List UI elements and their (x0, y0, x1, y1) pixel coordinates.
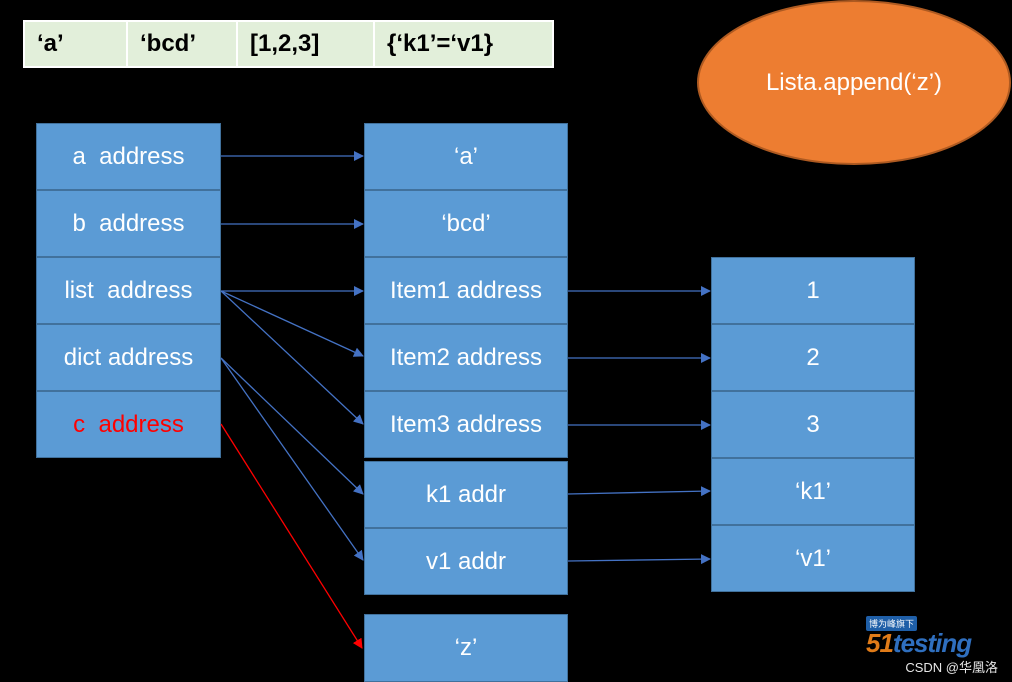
logo-brand-num: 51 (866, 628, 894, 658)
left-box-b: b address (36, 190, 221, 257)
arrow-list-item2 (220, 290, 364, 357)
csdn-watermark: CSDN @华凰洛 (905, 660, 998, 675)
top-cell-bcd: ‘bcd’ (128, 22, 238, 66)
mid-box-a: ‘a’ (364, 123, 568, 190)
mid-box-item2: Item2 address (364, 324, 568, 391)
top-cell-list: [1,2,3] (238, 22, 375, 66)
left-box-c: c address (36, 391, 221, 458)
right-box-3: 3 (711, 391, 915, 458)
logo-brand: 51testing (866, 628, 972, 659)
mid-box-item3: Item3 address (364, 391, 568, 458)
left-box-dict: dict address (36, 324, 221, 391)
left-box-list: list address (36, 257, 221, 324)
mid-box-v1: v1 addr (364, 528, 568, 595)
right-box-v1: ‘v1’ (711, 525, 915, 592)
top-cell-dict: {‘k1’=‘v1} (387, 30, 494, 57)
right-box-1: 1 (711, 257, 915, 324)
mid-box-bcd: ‘bcd’ (364, 190, 568, 257)
logo-brand-text: testing (892, 628, 972, 658)
arrow-dict-v1 (220, 357, 364, 561)
51testing-logo: 博为峰旗下 51testing (866, 616, 1000, 668)
arrow-list-item3 (220, 290, 364, 425)
top-table: ‘a’ ‘bcd’ [1,2,3] {‘k1’=‘v1} (23, 20, 554, 68)
right-box-2: 2 (711, 324, 915, 391)
right-box-k1: ‘k1’ (711, 458, 915, 525)
mid-box-k1: k1 addr (364, 461, 568, 528)
left-box-a: a address (36, 123, 221, 190)
top-cell-a: ‘a’ (25, 22, 128, 66)
arrow-dict-k1 (220, 357, 364, 495)
arrow-k1 (567, 486, 711, 497)
arrow-v1 (567, 554, 711, 565)
arrow-c-z (220, 423, 363, 649)
logo-tag: 博为峰旗下 (866, 616, 918, 631)
mid-box-item1: Item1 address (364, 257, 568, 324)
append-oval: Lista.append(‘z’) (697, 0, 1011, 165)
